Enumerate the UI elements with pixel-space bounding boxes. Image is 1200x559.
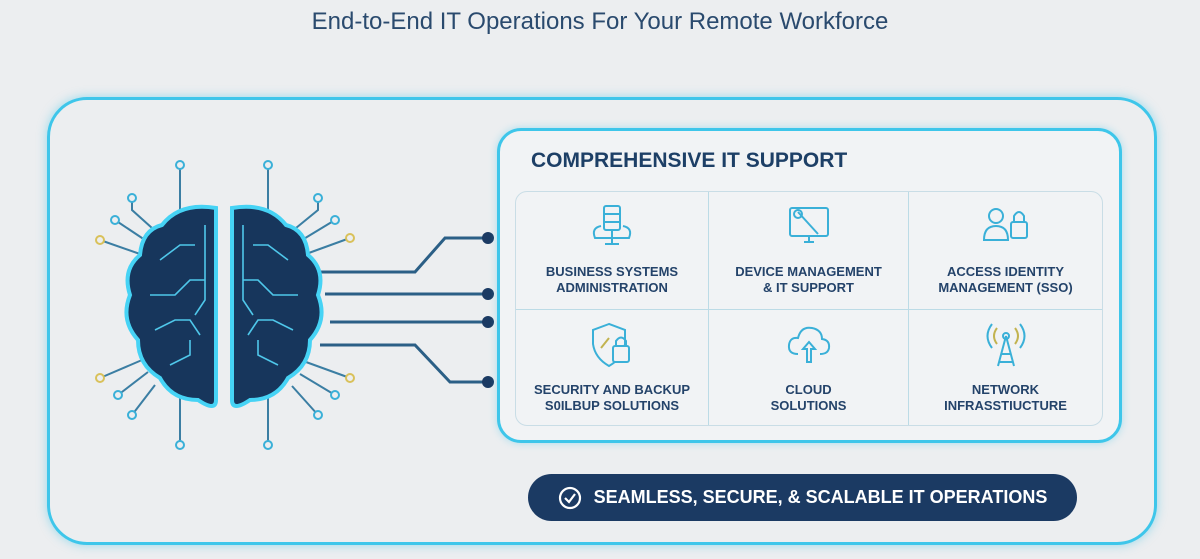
check-circle-icon: [558, 486, 581, 509]
shield-lock-icon: [592, 322, 630, 368]
brain-connectors: [315, 236, 488, 384]
service-label: MANAGEMENT (SSO): [938, 280, 1073, 295]
service-label: CLOUD: [785, 382, 832, 397]
service-device-management: DEVICE MANAGEMENT& IT SUPPORT: [709, 192, 909, 310]
outer-frame: [47, 97, 1157, 545]
network-tower-icon: [986, 323, 1025, 367]
service-label: ACCESS IDENTITY: [946, 264, 1064, 279]
circuit-brain-illustration: [95, 160, 494, 450]
page-title: End-to-End IT Operations For Your Remote…: [311, 8, 889, 35]
server-cloud-icon: [592, 205, 632, 245]
service-label: DEVICE MANAGEMENT: [735, 264, 882, 279]
service-label: & IT SUPPORT: [762, 280, 854, 295]
service-label: INFRASSTIUCTURE: [944, 398, 1067, 413]
monitor-wrench-icon: [788, 207, 829, 243]
card-heading: COMPREHENSIVE IT SUPPORT: [531, 149, 848, 172]
service-label: SOLUTIONS: [770, 398, 847, 413]
summary-banner: SEAMLESS, SECURE, & SCALABLE IT OPERATIO…: [528, 474, 1077, 521]
service-label: ADMINISTRATION: [556, 280, 668, 295]
service-label: NETWORK: [971, 382, 1040, 397]
banner-text: SEAMLESS, SECURE, & SCALABLE IT OPERATIO…: [593, 487, 1048, 507]
it-support-card: COMPREHENSIVE IT SUPPORT BUSINESS SYSTEM…: [497, 128, 1122, 443]
service-label: SECURITY AND BACKUP: [533, 382, 690, 397]
service-label: BUSINESS SYSTEMS: [545, 264, 679, 279]
user-lock-icon: [982, 208, 1028, 241]
cloud-upload-icon: [787, 326, 830, 363]
service-label: S0ILBUP SOLUTIONS: [544, 398, 680, 413]
